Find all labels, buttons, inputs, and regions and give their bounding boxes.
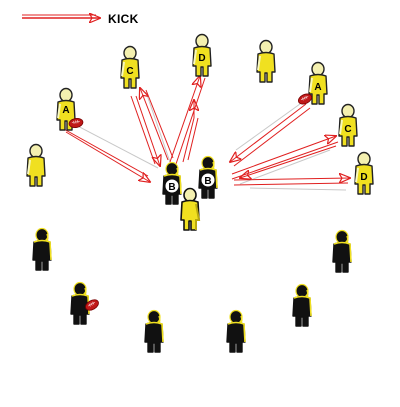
kick-arrows bbox=[61, 76, 350, 191]
player-label: A bbox=[62, 105, 69, 116]
defender-right bbox=[332, 229, 352, 273]
player-c-right: C bbox=[338, 103, 358, 147]
defender-lower-left bbox=[70, 281, 90, 325]
legend-label: KICK bbox=[108, 12, 139, 26]
player-label: D bbox=[198, 53, 205, 64]
kick-arrow-c-left-to-b bbox=[135, 95, 160, 166]
player-b-right: B bbox=[198, 155, 218, 199]
player-unlabelled-left bbox=[26, 143, 46, 187]
kick-arrow-a-right-to-b bbox=[230, 103, 307, 162]
player-a-left: A bbox=[56, 87, 76, 131]
player-a-right: A bbox=[308, 61, 328, 105]
player-centre-yellow bbox=[180, 187, 200, 231]
kick-arrow-b-to-d-left bbox=[169, 76, 200, 163]
defender-bottom-left bbox=[144, 309, 164, 353]
kick-arrow-b-to-c-right bbox=[231, 136, 336, 175]
player-label: D bbox=[360, 172, 367, 183]
player-label: C bbox=[344, 124, 351, 135]
kick-arrow-b-to-d-right bbox=[233, 178, 350, 180]
player-label: B bbox=[168, 182, 175, 193]
legend bbox=[22, 15, 100, 18]
kick-arrow-b-to-c-left bbox=[140, 88, 169, 161]
player-label: C bbox=[126, 66, 133, 77]
player-label: B bbox=[204, 176, 211, 187]
kick-arrow-a-left-to-b bbox=[65, 131, 150, 182]
player-d-left: D bbox=[192, 33, 212, 77]
player-c-left: C bbox=[120, 45, 140, 89]
defender-left bbox=[32, 227, 52, 271]
player-b-left: B bbox=[162, 161, 182, 205]
defender-bottom-right bbox=[226, 309, 246, 353]
player-unlabelled-top bbox=[256, 39, 276, 83]
player-d-right: D bbox=[354, 151, 374, 195]
player-label: A bbox=[314, 82, 321, 93]
defender-lower-right bbox=[292, 283, 312, 327]
